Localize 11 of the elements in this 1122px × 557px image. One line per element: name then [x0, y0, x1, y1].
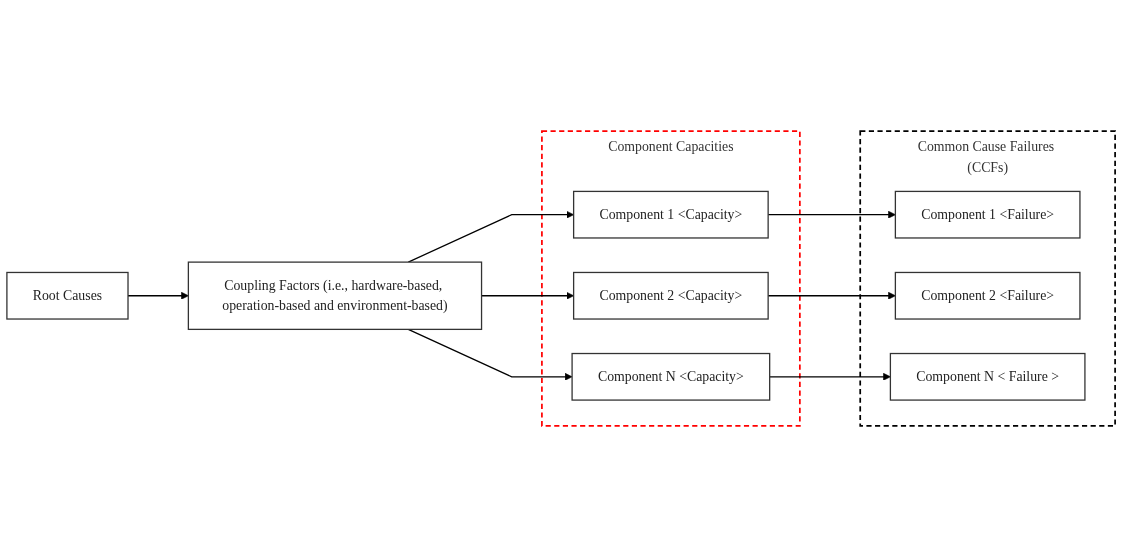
node-box: Component 2 <Failure>: [894, 271, 1081, 320]
node-box: Coupling Factors (i.e., hardware-based, operation-based and environment-based): [187, 261, 483, 331]
arrow: [407, 210, 574, 263]
node-box: Component 2 <Capacity>: [572, 271, 769, 320]
arrow: [407, 328, 573, 381]
arrow: [769, 373, 891, 381]
node-box: Component 1 <Capacity>: [572, 190, 769, 239]
node-box: Component 1 <Failure>: [894, 190, 1081, 239]
node-box: Component N < Failure >: [889, 352, 1086, 401]
node-box: Component N <Capacity>: [571, 352, 771, 401]
node-box: Root Causes: [6, 271, 129, 320]
